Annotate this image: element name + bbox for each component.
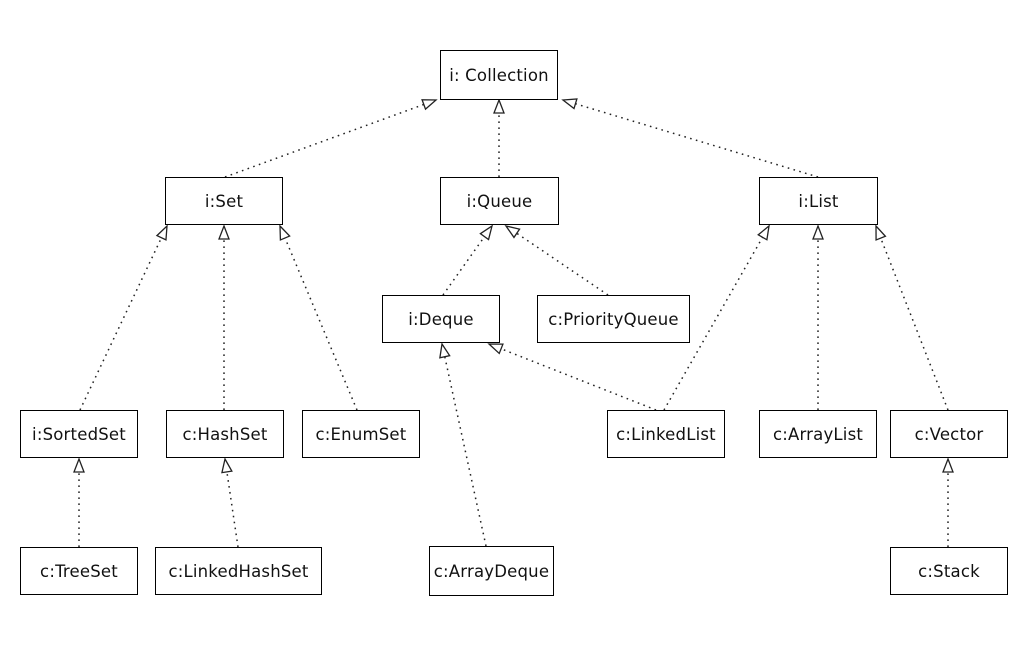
class-box-collection: i: Collection <box>440 50 558 100</box>
class-box-enumset: c:EnumSet <box>302 410 420 458</box>
edge-dotted-line <box>500 348 657 411</box>
inheritance-edge-queue-to-collection <box>493 98 505 177</box>
class-box-label: c:EnumSet <box>315 424 407 444</box>
inheritance-edge-linkedlist-to-deque <box>487 343 657 411</box>
edge-dotted-line <box>79 237 163 411</box>
hollow-triangle-arrowhead <box>561 98 578 110</box>
class-box-label: i:SortedSet <box>32 424 126 444</box>
edge-dotted-line <box>284 237 358 411</box>
class-box-label: i:List <box>798 191 839 211</box>
edge-dotted-line <box>880 237 949 411</box>
inheritance-edge-priorityqueue-to-queue <box>504 224 609 296</box>
hollow-triangle-arrowhead <box>221 457 233 474</box>
edge-dotted-line <box>444 356 487 547</box>
inheritance-edge-linkedhashset-to-hashset <box>221 457 239 548</box>
hollow-triangle-arrowhead <box>812 224 824 240</box>
class-box-linkedhashset: c:LinkedHashSet <box>155 547 322 595</box>
inheritance-edge-linkedlist-to-list <box>663 224 770 411</box>
edge-dotted-line <box>226 471 239 548</box>
hollow-triangle-arrowhead <box>279 224 291 241</box>
inheritance-edge-arraydeque-to-deque <box>439 342 487 547</box>
inheritance-edge-list-to-collection <box>561 98 819 178</box>
hollow-triangle-arrowhead <box>757 224 770 241</box>
inheritance-edge-vector-to-list <box>875 224 949 411</box>
hollow-triangle-arrowhead <box>218 224 230 240</box>
hollow-triangle-arrowhead <box>875 224 887 241</box>
class-box-queue: i:Queue <box>440 177 559 225</box>
class-box-treeset: c:TreeSet <box>20 547 138 595</box>
class-box-stack: c:Stack <box>890 547 1008 595</box>
hollow-triangle-arrowhead <box>504 224 521 239</box>
hollow-triangle-arrowhead <box>942 457 954 473</box>
inheritance-edge-hashset-to-set <box>218 224 230 410</box>
class-box-label: c:ArrayDeque <box>433 561 550 581</box>
hollow-triangle-arrowhead <box>439 342 451 359</box>
hollow-triangle-arrowhead <box>493 98 505 114</box>
class-box-linkedlist: c:LinkedList <box>607 410 725 458</box>
edge-dotted-line <box>224 103 425 178</box>
class-box-deque: i:Deque <box>382 295 500 343</box>
hollow-triangle-arrowhead <box>155 224 168 241</box>
inheritance-edge-set-to-collection <box>224 99 438 178</box>
class-box-vector: c:Vector <box>890 410 1008 458</box>
hollow-triangle-arrowhead <box>421 99 438 111</box>
class-box-label: c:LinkedList <box>616 424 716 444</box>
class-box-label: c:Stack <box>918 561 980 581</box>
inheritance-edge-sortedset-to-set <box>79 224 168 411</box>
class-box-label: c:Vector <box>914 424 984 444</box>
hollow-triangle-arrowhead <box>73 457 85 473</box>
class-box-label: i:Deque <box>408 309 474 329</box>
class-box-label: c:PriorityQueue <box>548 309 679 329</box>
class-box-hashset: c:HashSet <box>166 410 284 458</box>
inheritance-edge-stack-to-vector <box>942 457 954 547</box>
class-box-arraydeque: c:ArrayDeque <box>429 546 554 596</box>
class-box-set: i:Set <box>165 177 283 225</box>
class-box-label: i: Collection <box>449 65 549 85</box>
class-box-priorityqueue: c:PriorityQueue <box>537 295 690 343</box>
class-box-label: i:Queue <box>466 191 533 211</box>
class-box-label: c:TreeSet <box>40 561 118 581</box>
class-box-arraylist: c:ArrayList <box>759 410 877 458</box>
class-box-sortedset: i:SortedSet <box>20 410 138 458</box>
hollow-triangle-arrowhead <box>487 343 504 355</box>
inheritance-edge-arraylist-to-list <box>812 224 824 410</box>
class-box-label: i:Set <box>204 191 244 211</box>
inheritance-edge-treeset-to-sortedset <box>73 457 85 547</box>
edge-dotted-line <box>575 103 819 178</box>
inheritance-edge-enumset-to-set <box>279 224 358 411</box>
inheritance-edge-deque-to-queue <box>442 224 494 296</box>
edge-dotted-line <box>516 232 609 296</box>
hollow-triangle-arrowhead <box>479 224 494 241</box>
class-box-label: c:ArrayList <box>772 424 864 444</box>
class-box-label: c:HashSet <box>182 424 268 444</box>
edge-dotted-line <box>442 236 486 296</box>
class-box-label: c:LinkedHashSet <box>168 561 309 581</box>
class-box-list: i:List <box>759 177 878 225</box>
